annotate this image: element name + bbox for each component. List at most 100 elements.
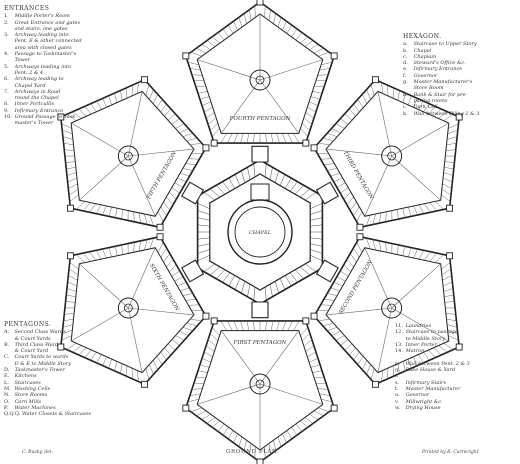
hexagon-cell-divider bbox=[284, 275, 292, 287]
credit-left: C. Busby, del. bbox=[22, 450, 53, 455]
pentagon-cell-divider bbox=[108, 358, 112, 369]
pentagon-cell-divider bbox=[397, 363, 400, 374]
legend-key: r. bbox=[395, 373, 399, 380]
legend-row: & Court Yards bbox=[4, 336, 114, 342]
pentagon-cell-divider bbox=[62, 136, 74, 140]
legend-text: Tower bbox=[14, 57, 31, 64]
pentagon-cell-divider bbox=[448, 123, 459, 129]
yard-wall bbox=[259, 383, 323, 405]
yard-wall bbox=[220, 79, 261, 134]
hexagon-cell-divider bbox=[253, 287, 256, 301]
pentagon-cell-divider bbox=[72, 345, 82, 353]
pentagon-cell-divider bbox=[268, 443, 271, 455]
corner-tower bbox=[57, 113, 65, 121]
pentagon-cell-divider bbox=[205, 112, 215, 119]
hexagon-cell-divider bbox=[300, 188, 311, 198]
yard-wall bbox=[391, 307, 449, 342]
hexagon-cell-divider bbox=[209, 188, 220, 198]
hexagon-cell-divider bbox=[310, 243, 323, 247]
corner-tower bbox=[330, 404, 338, 412]
pentagon-cell-divider bbox=[340, 339, 349, 346]
legend-key: 14. bbox=[395, 348, 403, 355]
pentagon-cell-divider bbox=[133, 242, 135, 253]
pentagon-cell-divider bbox=[408, 358, 412, 369]
yard-wall bbox=[364, 247, 392, 309]
pentagon-cell-divider bbox=[321, 61, 333, 66]
pentagon-inner-wall bbox=[325, 247, 450, 374]
legend-text: Wall between Piling 2 & 3 bbox=[413, 110, 480, 117]
pentagon-cell-divider bbox=[442, 281, 453, 287]
pentagon-cell-divider bbox=[175, 335, 185, 341]
yard-wall bbox=[364, 155, 392, 217]
legend-row: q. Bake House & Yard bbox=[395, 367, 515, 373]
pentagon-cell-divider bbox=[378, 212, 382, 224]
pentagon-cell-divider bbox=[293, 320, 300, 331]
pentagon-cell-divider bbox=[282, 21, 287, 31]
pentagon-cell-divider bbox=[407, 207, 412, 217]
legend-row: c. Chaplain bbox=[403, 54, 515, 60]
pentagon-cell-divider bbox=[144, 213, 148, 225]
pentagon-cell-divider bbox=[238, 436, 243, 447]
hexagon-cell-divider bbox=[203, 263, 215, 272]
corner-tower bbox=[66, 252, 74, 260]
hexagon-cell-divider bbox=[294, 269, 304, 279]
pentagon-cell-divider bbox=[348, 347, 356, 356]
pentagon-cell-divider bbox=[83, 252, 91, 262]
legend-key: g. bbox=[403, 79, 408, 86]
corner-tower bbox=[156, 233, 164, 241]
pentagon-cell-divider bbox=[96, 100, 102, 110]
pentagon-cell-divider bbox=[68, 268, 79, 276]
pentagon-cell-divider bbox=[357, 99, 364, 109]
pentagon-cell-divider bbox=[357, 355, 364, 365]
pentagon-inner-wall bbox=[325, 90, 450, 217]
pentagon-cell-divider bbox=[446, 324, 458, 328]
legend-text: Court Yards to wards bbox=[14, 354, 69, 361]
legend-key: 6. bbox=[4, 76, 9, 83]
legend-row: P. Water Machines bbox=[4, 405, 114, 411]
pentagon-cell-divider bbox=[203, 106, 213, 113]
pentagon-cell-divider bbox=[138, 240, 142, 252]
hexagon-cell-divider bbox=[284, 177, 292, 189]
pentagon-cell-divider bbox=[305, 112, 315, 119]
pentagon-cell-divider bbox=[336, 182, 346, 188]
pentagon-cell-divider bbox=[340, 270, 349, 277]
legend-row: Q.Q.Q. Water Closets & Staircases bbox=[4, 411, 114, 417]
hexagon-cell-divider bbox=[310, 217, 323, 221]
legend-row: A. Second Class Wards bbox=[4, 329, 114, 335]
legend-row: to Middle Story bbox=[395, 336, 515, 342]
pentagon-cell-divider bbox=[353, 103, 360, 113]
yard-wall bbox=[128, 91, 143, 157]
legend-text: Laundries bbox=[405, 323, 432, 329]
pentagon-cell-divider bbox=[304, 40, 314, 47]
pentagon-cell-divider bbox=[424, 251, 431, 261]
pentagon-cell-divider bbox=[166, 259, 174, 268]
legend-row: D. Taskmaster's Tower bbox=[4, 367, 114, 373]
legend-key: t. bbox=[395, 385, 399, 392]
corner-tower bbox=[302, 139, 310, 147]
pentagon-cell-divider bbox=[343, 192, 352, 200]
hexagon-cell-divider bbox=[228, 177, 236, 189]
corner-tower bbox=[202, 312, 210, 320]
plan-title: GROUND PLAN. bbox=[226, 449, 280, 455]
pentagon-cell-divider bbox=[67, 177, 78, 183]
pentagon-cell-divider bbox=[180, 287, 190, 292]
pentagon-cell-divider bbox=[206, 40, 216, 47]
pentagon-cell-divider bbox=[442, 275, 452, 281]
legend-text: Infirmary Entrance bbox=[14, 107, 64, 114]
pentagon-cell-divider bbox=[318, 318, 330, 322]
pentagon-cell-divider bbox=[370, 368, 375, 380]
pentagon-center-well bbox=[381, 297, 403, 319]
pentagon-cell-divider bbox=[281, 133, 287, 144]
connecting-wing bbox=[251, 301, 269, 319]
pentagon-cell-divider bbox=[270, 133, 274, 144]
legend-key: N. bbox=[4, 392, 10, 399]
pentagon-cell-divider bbox=[366, 215, 371, 226]
legend-text: Archway leading into bbox=[14, 32, 69, 39]
pentagon-cell-divider bbox=[403, 361, 406, 372]
pentagon-cell-divider bbox=[331, 128, 341, 133]
pentagon-name-label: FIFTH PENTAGON bbox=[146, 151, 179, 201]
pentagon-cell-divider bbox=[209, 122, 218, 131]
pentagon-cell-divider bbox=[167, 343, 176, 351]
pentagon-cell-divider bbox=[319, 393, 331, 396]
